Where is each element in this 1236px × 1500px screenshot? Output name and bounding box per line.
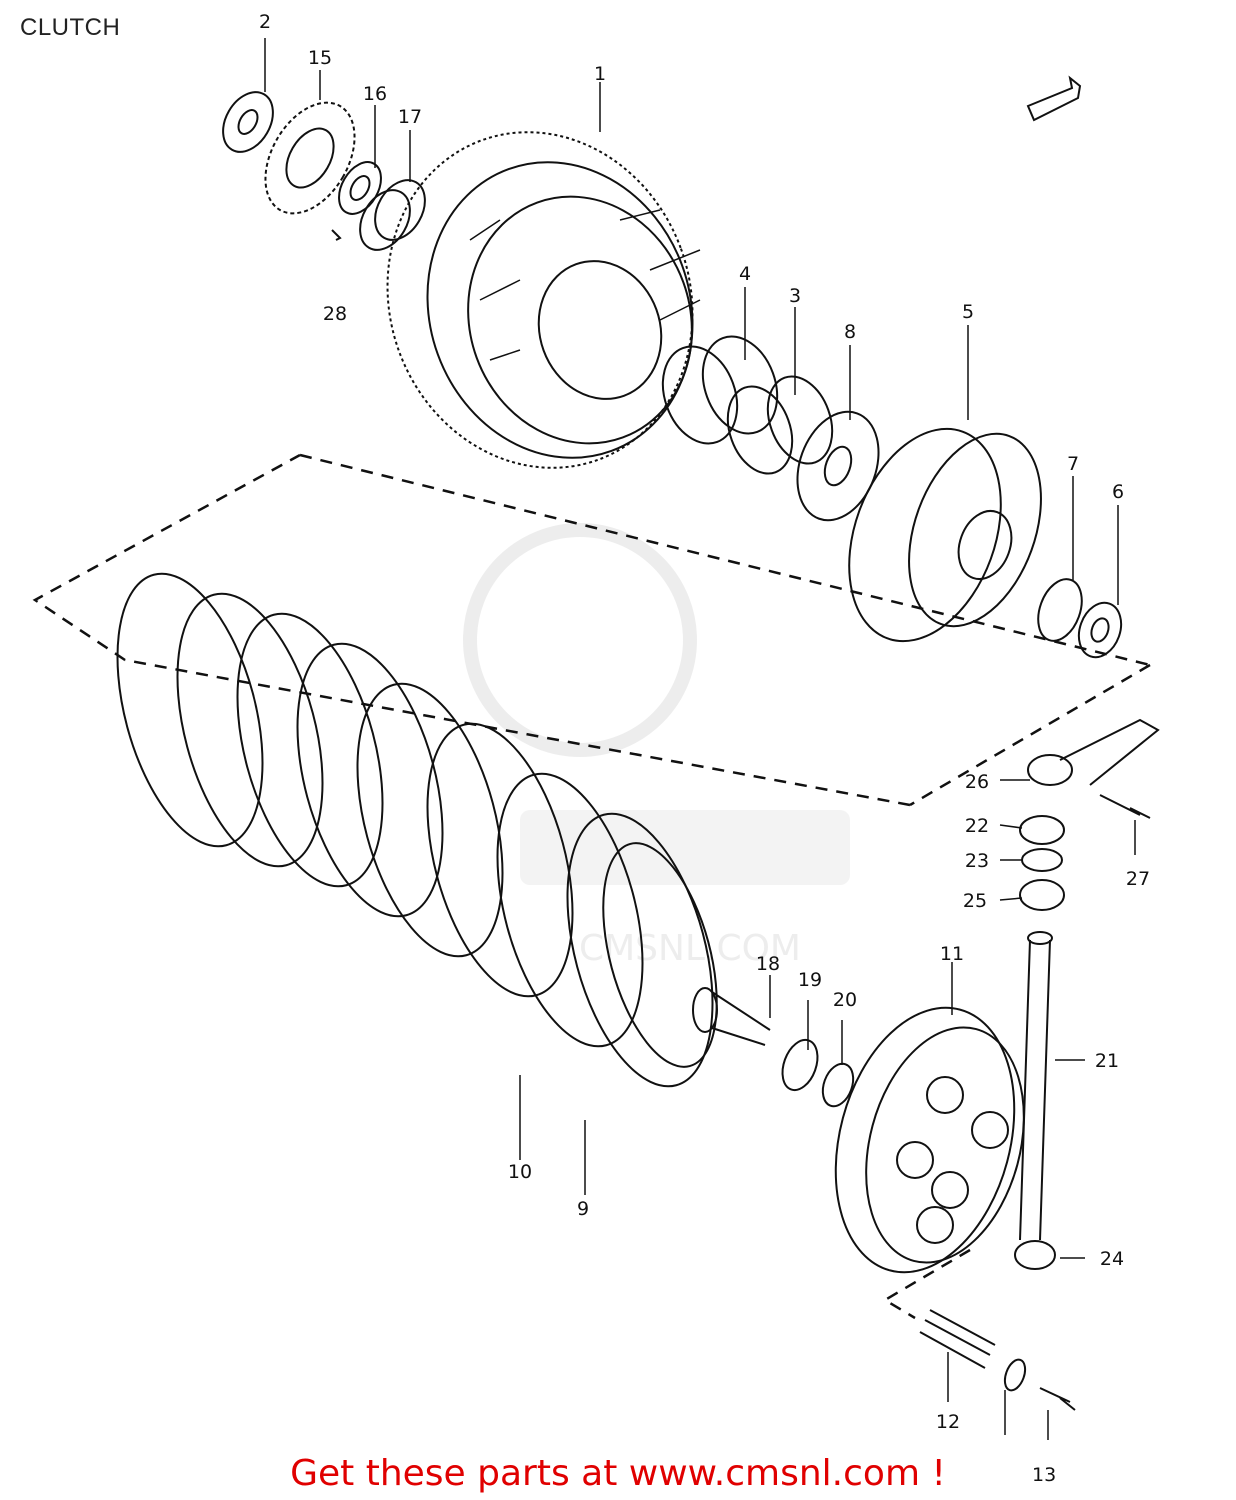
callout-3: 3 [789, 285, 801, 307]
plate-group-outline [32, 453, 1151, 807]
part-23-washer [1021, 848, 1063, 872]
watermark-text: CMSNL.COM [579, 928, 801, 969]
part-22-oil-seal [1019, 815, 1065, 845]
callout-7: 7 [1067, 453, 1079, 475]
diagram-title: CLUTCH [20, 14, 121, 41]
part-15-sprocket [264, 101, 356, 215]
part-20-washer [821, 1062, 855, 1108]
callout-12: 12 [936, 1411, 960, 1433]
callout-22: 22 [965, 815, 989, 837]
part-21-release-shaft [1019, 931, 1053, 1241]
part-3-sleeve [726, 375, 834, 475]
part-callouts: 2 15 16 17 28 1 4 3 8 5 7 6 26 22 23 25 … [259, 11, 1150, 1433]
part-8-thrust-washer [796, 410, 880, 522]
clutch-exploded-diagram: CMSNL.COM [32, 11, 1160, 1440]
callout-27: 27 [1126, 868, 1150, 890]
callout-28: 28 [323, 303, 347, 325]
watermark-logo: CMSNL.COM [463, 523, 850, 969]
shop-link-text[interactable]: Get these parts at www.cmsnl.com ! [290, 1453, 946, 1494]
callout-11: 11 [940, 943, 964, 965]
callout-1: 1 [594, 63, 606, 85]
callout-17: 17 [398, 106, 422, 128]
part-13-bolt [1039, 1387, 1076, 1411]
part-18-push-piece [692, 987, 771, 1046]
part-28-pin [331, 229, 342, 241]
part-1-clutch-housing [386, 131, 701, 469]
part-11-pressure-plate [834, 1006, 1025, 1274]
part-19-thrust-bearing [781, 1038, 819, 1092]
callout-2: 2 [259, 11, 271, 33]
callout-15: 15 [308, 47, 332, 69]
callout-23: 23 [965, 850, 989, 872]
part-7-lock-washer [1037, 578, 1083, 642]
part-16-spacer [338, 161, 382, 215]
callout-13: 13 [1032, 1464, 1057, 1486]
part-24-bearing [1014, 1240, 1056, 1270]
part-2-washer [222, 91, 274, 153]
leader-lines [264, 38, 1136, 1440]
callout-9: 9 [577, 1198, 589, 1220]
callout-25: 25 [963, 890, 987, 912]
part-27-bolt [1099, 794, 1151, 819]
part-17-needle-bearing [359, 179, 426, 251]
callout-8: 8 [844, 321, 856, 343]
callout-26: 26 [965, 771, 989, 793]
callout-21: 21 [1095, 1050, 1119, 1072]
callout-24: 24 [1100, 1248, 1124, 1270]
callout-4: 4 [739, 263, 751, 285]
pressure-plate-outline [882, 1248, 971, 1320]
callout-10: 10 [508, 1161, 532, 1183]
part-4-needle-bearing [661, 335, 779, 445]
callout-6: 6 [1112, 481, 1124, 503]
shop-link[interactable]: Get these parts at www.cmsnl.com ! [0, 1453, 1236, 1494]
callout-18: 18 [756, 953, 780, 975]
parts-9-10-clutch-plates [116, 572, 718, 1088]
front-arrow-icon [1026, 75, 1082, 122]
part-25-bearing [1019, 879, 1065, 911]
part-5-clutch-hub [848, 427, 1042, 643]
callout-20: 20 [833, 989, 857, 1011]
part-6-nut [1077, 601, 1123, 659]
callout-19: 19 [798, 969, 822, 991]
part-14-washer [1003, 1358, 1027, 1392]
part-26-release-lever [1027, 718, 1160, 786]
callout-16: 16 [363, 83, 387, 105]
part-12-spring [919, 1309, 996, 1369]
callout-5: 5 [962, 301, 974, 323]
